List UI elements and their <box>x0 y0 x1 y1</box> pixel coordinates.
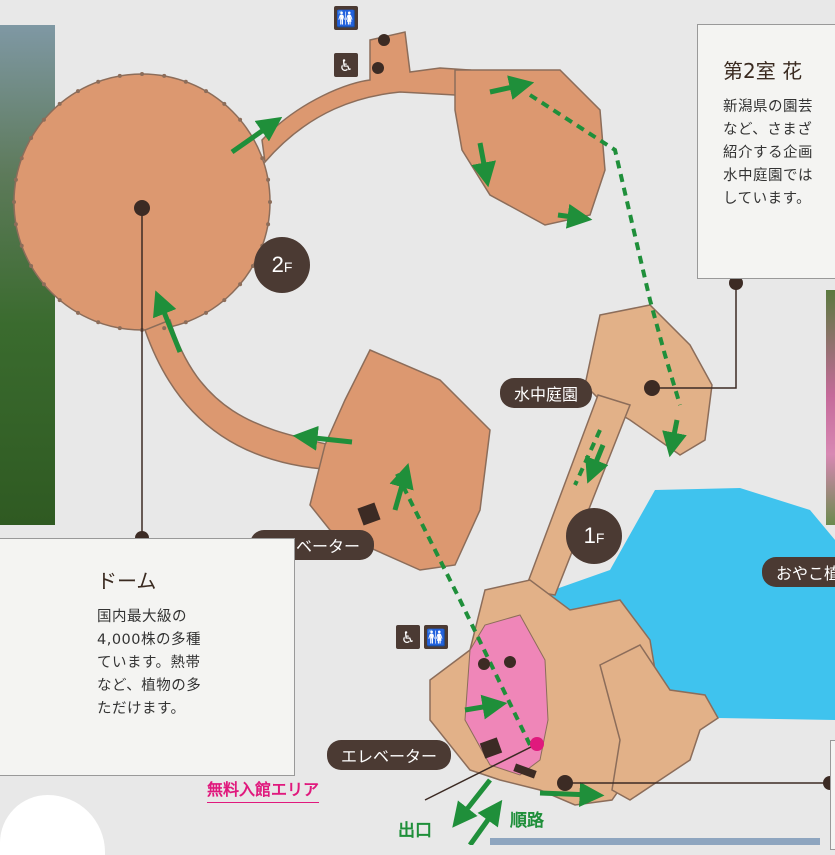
dome-edge-dot <box>117 73 122 78</box>
oyako-area-label: おやこ植 <box>762 557 835 587</box>
dome-edge-marks <box>12 72 272 332</box>
route-label: 順路 <box>510 811 544 831</box>
dome-edge-dot <box>183 320 188 325</box>
room2-line: しています。 <box>723 191 812 207</box>
flower-photo <box>826 290 835 525</box>
dome-edge-dot <box>13 222 18 227</box>
free-area-label: 無料入館エリア <box>207 776 320 803</box>
wheelchair-icon: ♿ <box>334 53 358 77</box>
dome-edge-dot <box>162 326 167 331</box>
dome-edge-dot <box>76 89 80 94</box>
dome-edge-dot <box>238 117 243 122</box>
wheelchair-icon-1f: ♿ <box>396 625 420 649</box>
underwater-garden-label: 水中庭園 <box>500 378 593 408</box>
route-arrows <box>153 75 687 845</box>
dome-edge-dot <box>41 117 46 122</box>
dome-edge-dot <box>96 320 101 325</box>
dome-edge-dot <box>29 264 34 268</box>
dome-edge-dot <box>260 156 265 161</box>
dome-edge-dot <box>266 222 271 227</box>
dome-edge-dot <box>57 101 62 106</box>
dome-callout: ドーム 国内最大級の 4,000株の多種 ています。熱帯 など、植物の多 ただけ… <box>0 538 295 776</box>
restroom-icon: 🚻 <box>334 6 358 30</box>
dome-edge-dot <box>57 298 62 303</box>
dome-title: ドーム <box>97 569 157 593</box>
dome-edge-dot <box>117 326 122 331</box>
dome-edge-dot <box>76 310 80 315</box>
leader-lines <box>141 208 830 801</box>
restroom-icon-1f: 🚻 <box>424 625 448 649</box>
dome-edge-dot <box>140 72 144 76</box>
dome-line: ています。熱帯 <box>97 655 201 671</box>
dome-edge-dot <box>162 73 167 78</box>
room2-title: 第2室 花 <box>723 59 803 83</box>
dome-edge-dot <box>238 282 243 287</box>
dome-edge-dot <box>29 136 34 140</box>
location-markers <box>134 34 835 791</box>
dome-edge-dot <box>41 282 46 287</box>
dome-edge-dot <box>222 101 227 106</box>
dome-edge-dot <box>204 310 208 315</box>
room2-line: 新潟県の園芸 <box>723 99 813 115</box>
dome-line: ただけます。 <box>97 701 186 717</box>
exit-label: 出口 <box>398 821 432 841</box>
dome-edge-dot <box>183 79 188 84</box>
dome-edge-dot <box>96 79 101 84</box>
free-area-marker <box>530 737 544 751</box>
dome-edge-dot <box>19 243 24 248</box>
dome-line: 国内最大級の <box>97 609 187 625</box>
dome-edge-dot <box>250 264 255 268</box>
room2-line: 水中庭園では <box>723 168 813 184</box>
dome-edge-dot <box>12 200 16 204</box>
dome-edge-dot <box>222 298 227 303</box>
dome-edge-dot <box>19 156 24 161</box>
dome-edge-dot <box>13 177 18 182</box>
dome-edge-dot <box>204 89 208 94</box>
second-floor-building <box>13 31 606 571</box>
dome-line: など、植物の多 <box>97 678 202 694</box>
bottom-photo <box>490 838 820 845</box>
bottom-right-callout <box>830 740 835 850</box>
elevator-label-1f: エレベーター <box>327 740 452 770</box>
dome-line: 4,000株の多種 <box>97 632 202 648</box>
dome-edge-dot <box>266 177 271 182</box>
room2-callout: 第2室 花 新潟県の園芸 など、さまざ 紹介する企画 水中庭園では しています。 <box>697 24 835 279</box>
room2-line: 紹介する企画 <box>723 145 813 161</box>
dome-edge-dot <box>268 200 272 204</box>
room2-line: など、さまざ <box>723 122 813 138</box>
